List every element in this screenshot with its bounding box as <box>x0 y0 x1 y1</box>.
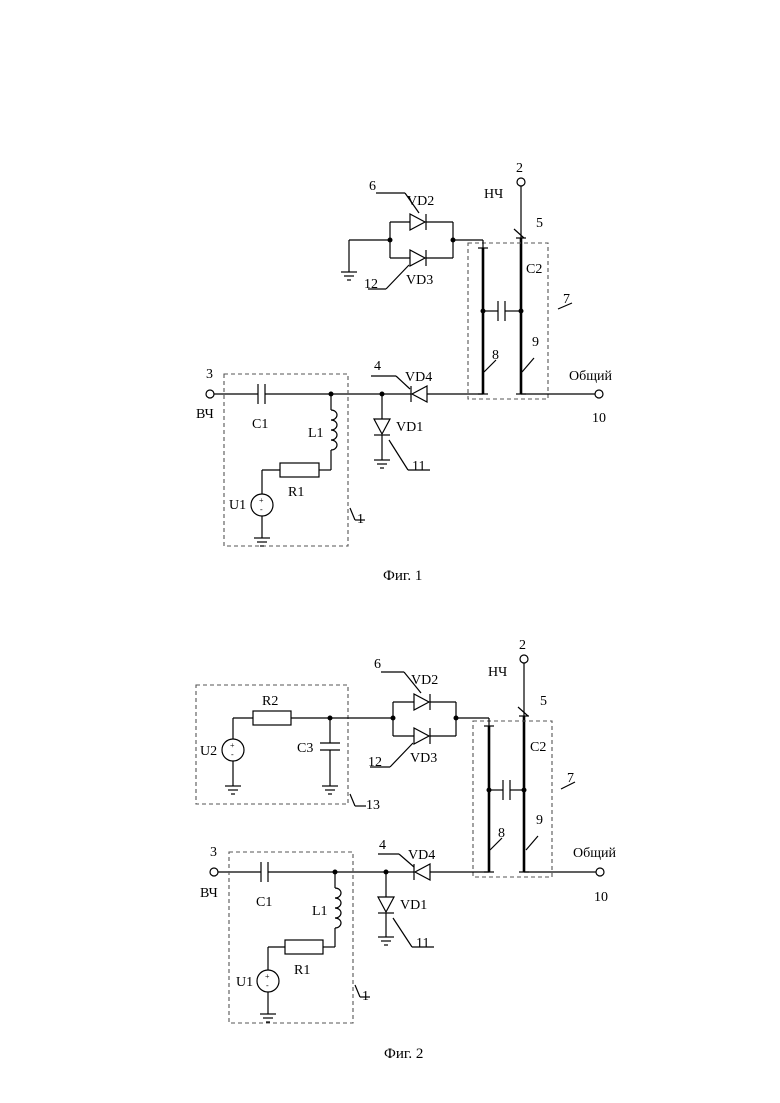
figure-1-caption: Фиг. 1 <box>383 568 422 584</box>
figure-2-caption: Фиг. 2 <box>384 1046 423 1062</box>
diode-vd2-icon <box>410 214 425 230</box>
label-5: 5 <box>536 216 543 231</box>
diode-vd3-icon <box>410 250 425 266</box>
label-common: Общий <box>569 369 613 384</box>
label-lf: НЧ <box>484 187 503 202</box>
label-vd1: VD1 <box>396 420 423 435</box>
terminal-2 <box>520 655 528 663</box>
label-lf: НЧ <box>488 665 507 680</box>
label-4: 4 <box>374 359 381 374</box>
label-r1: R1 <box>288 485 304 500</box>
inductor-l1-icon <box>335 888 341 928</box>
diode-vd4-icon <box>415 864 430 880</box>
label-vd1: VD1 <box>400 898 427 913</box>
terminal-3 <box>206 390 214 398</box>
diode-vd2-icon <box>414 694 429 710</box>
resistor-r1-icon <box>285 940 323 954</box>
diode-vd3-icon <box>414 728 429 744</box>
label-c1: C1 <box>252 417 268 432</box>
diode-vd1-icon <box>378 897 394 912</box>
label-terminal-10: 10 <box>594 890 608 905</box>
label-u2: U2 <box>200 744 217 759</box>
label-1: 1 <box>357 512 364 527</box>
label-r1: R1 <box>294 963 310 978</box>
label-5: 5 <box>540 694 547 709</box>
label-terminal-3: 3 <box>210 845 217 860</box>
label-l1: L1 <box>312 904 328 919</box>
svg-text:-: - <box>231 750 234 759</box>
inductor-l1-icon <box>331 410 337 450</box>
svg-text:-: - <box>260 505 263 514</box>
label-u1: U1 <box>229 498 246 513</box>
label-1: 1 <box>362 989 369 1004</box>
label-r2: R2 <box>262 694 278 709</box>
label-vd2: VD2 <box>411 673 438 688</box>
label-terminal-2: 2 <box>516 161 523 176</box>
label-vd2: VD2 <box>407 194 434 209</box>
label-u1: U1 <box>236 975 253 990</box>
terminal-10 <box>595 390 603 398</box>
label-terminal-2: 2 <box>519 638 526 653</box>
label-c3: C3 <box>297 741 313 756</box>
label-9: 9 <box>536 813 543 828</box>
label-13: 13 <box>366 798 380 813</box>
label-terminal-3: 3 <box>206 367 213 382</box>
resistor-r1-icon <box>280 463 319 477</box>
label-12: 12 <box>368 755 382 770</box>
label-terminal-10: 10 <box>592 411 606 426</box>
label-4: 4 <box>379 838 386 853</box>
label-7: 7 <box>567 771 574 786</box>
terminal-3 <box>210 868 218 876</box>
terminal-10 <box>596 868 604 876</box>
terminal-2 <box>517 178 525 186</box>
svg-text:-: - <box>266 981 269 990</box>
label-8: 8 <box>498 826 505 841</box>
label-vd3: VD3 <box>406 273 433 288</box>
label-8: 8 <box>492 348 499 363</box>
label-vd3: VD3 <box>410 751 437 766</box>
label-11: 11 <box>416 936 429 951</box>
label-6: 6 <box>374 657 381 672</box>
label-vd4: VD4 <box>405 370 432 385</box>
label-common: Общий <box>573 846 617 861</box>
label-c1: C1 <box>256 895 272 910</box>
label-6: 6 <box>369 179 376 194</box>
diode-vd4-icon <box>412 386 427 402</box>
svg-text:+: + <box>230 741 235 750</box>
resistor-r2-icon <box>253 711 291 725</box>
bias-box-1 <box>224 374 348 546</box>
figure-2: + - <box>196 638 617 1062</box>
svg-text:+: + <box>265 972 270 981</box>
label-c2: C2 <box>526 262 542 277</box>
label-hf: ВЧ <box>200 886 218 901</box>
label-hf: ВЧ <box>196 407 214 422</box>
label-7: 7 <box>563 292 570 307</box>
label-11: 11 <box>412 459 425 474</box>
figure-1: + - 2 НЧ 5 C2 6 VD2 12 VD3 7 8 9 3 ВЧ <box>196 161 613 584</box>
label-l1: L1 <box>308 426 324 441</box>
label-c2: C2 <box>530 740 546 755</box>
label-9: 9 <box>532 335 539 350</box>
svg-text:+: + <box>259 496 264 505</box>
label-12: 12 <box>364 277 378 292</box>
label-vd4: VD4 <box>408 848 435 863</box>
diode-vd1-icon <box>374 419 390 434</box>
